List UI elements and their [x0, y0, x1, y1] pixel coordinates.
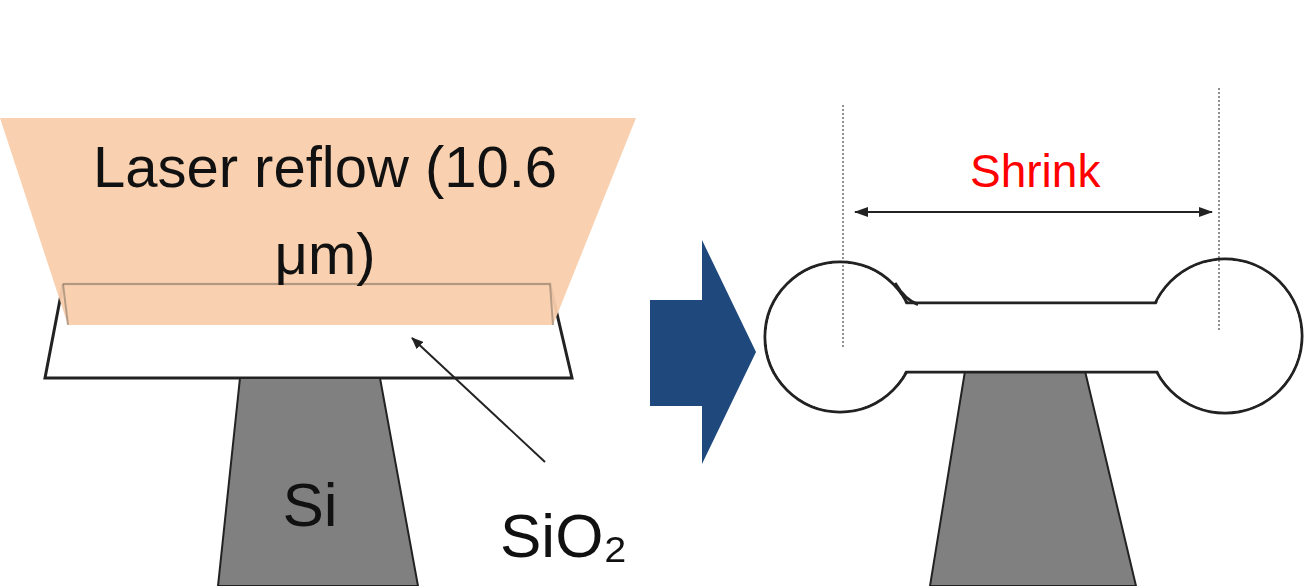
laser-beam-box: Laser reflow (10.6 μm): [70, 110, 580, 310]
laser-beam: [0, 118, 636, 325]
leader-line: [412, 338, 545, 462]
si-pedestal: [218, 378, 418, 586]
guide-line: [843, 105, 844, 348]
node-text: Si: [282, 471, 337, 539]
si-pedestal-box: Si: [245, 455, 375, 555]
process-arrow: [650, 240, 756, 464]
reflowed-toroid: [765, 259, 1302, 586]
guide-line: [1219, 88, 1220, 330]
dimension-arrow: [855, 211, 1212, 213]
node-text: Laser reflow (10.6 μm): [70, 123, 580, 297]
dimension-label: Shrink: [970, 144, 1100, 198]
material-label: SiO₂: [500, 500, 627, 571]
